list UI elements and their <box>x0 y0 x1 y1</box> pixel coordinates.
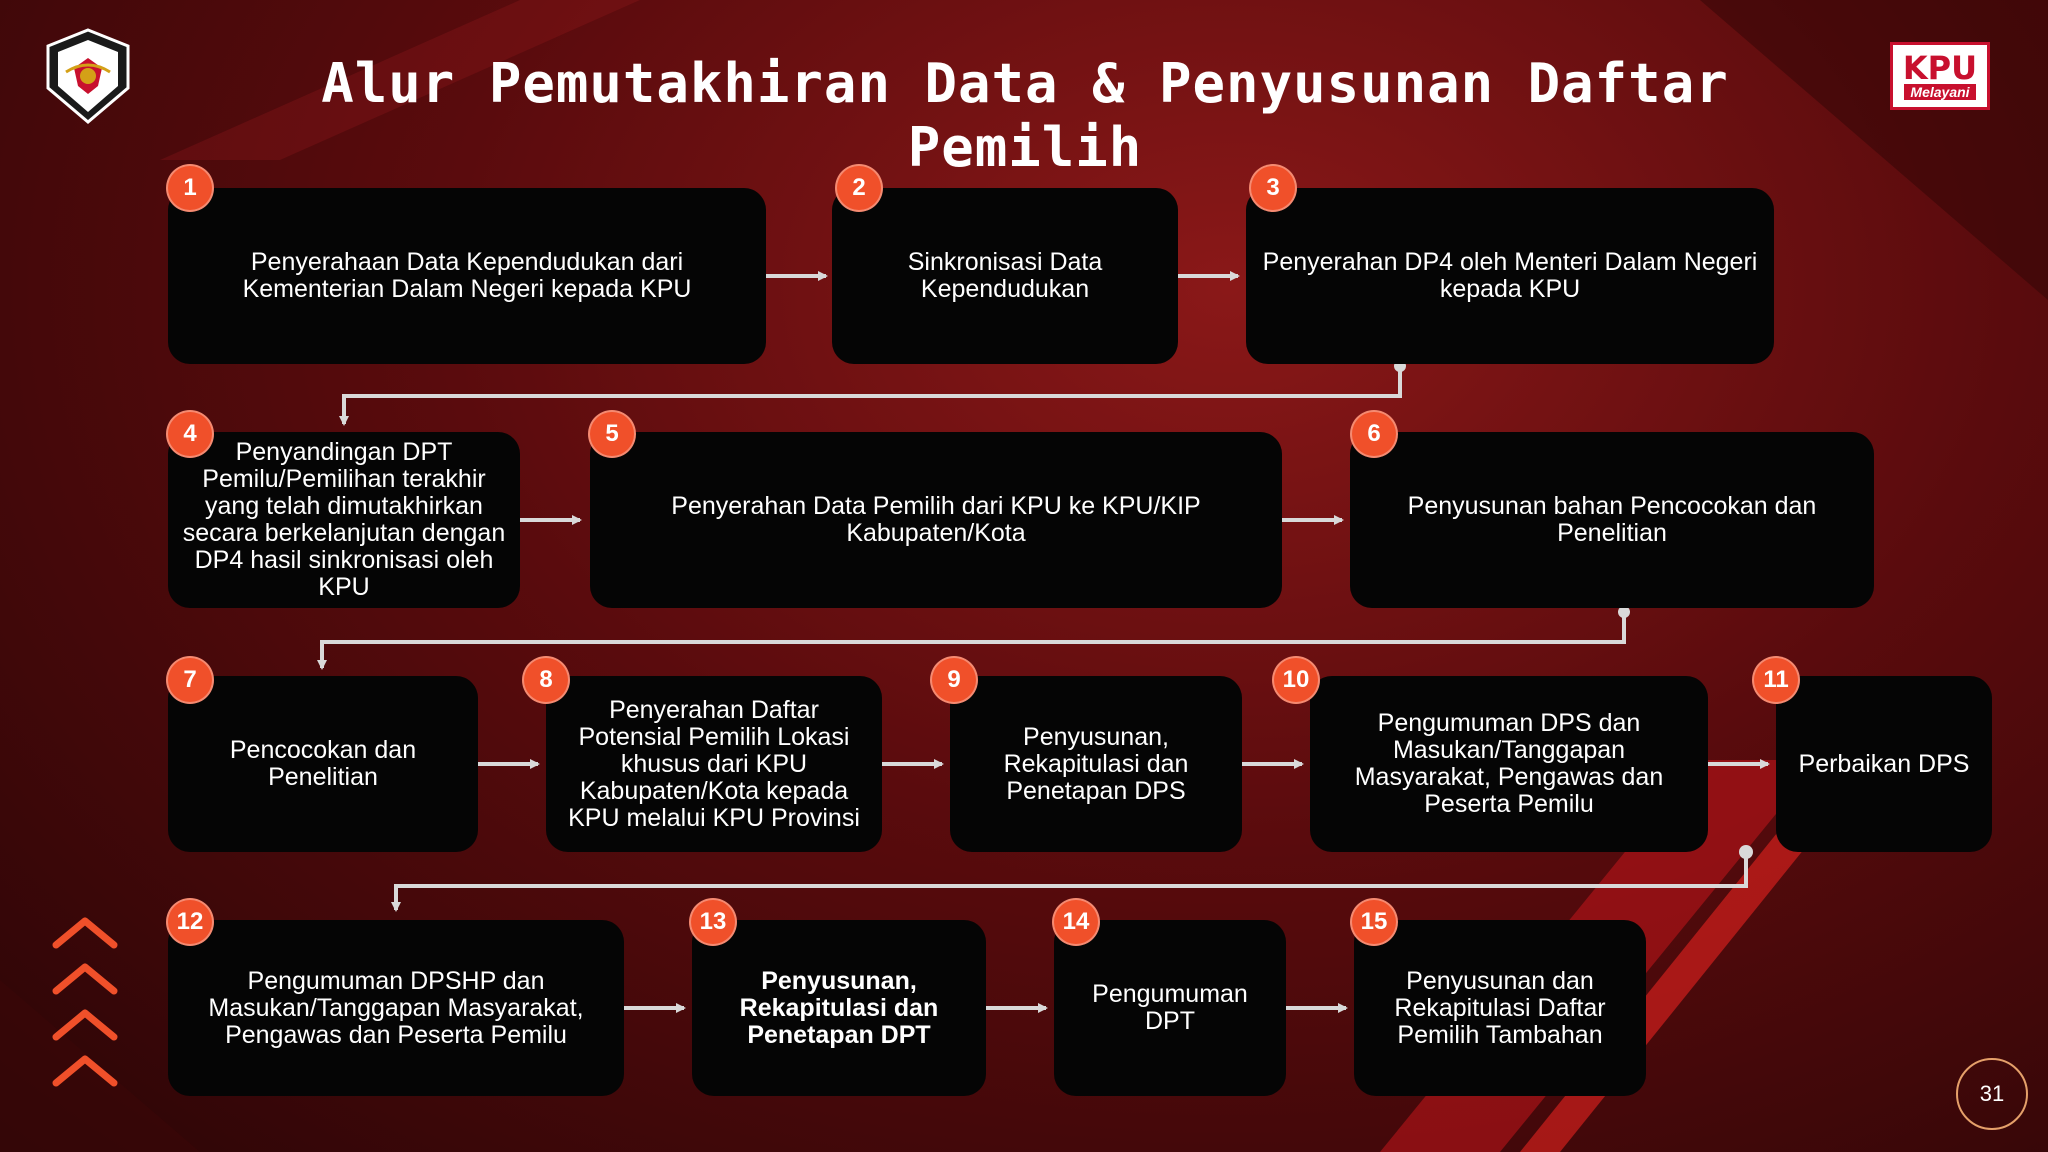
arrow-3-4 <box>339 362 1402 426</box>
step-text-8: Penyerahan Daftar Potensial Pemilih Loka… <box>568 695 860 832</box>
step-text-10: Pengumuman DPS dan Masukan/Tanggapan Mas… <box>1354 709 1664 818</box>
melayani-logo-text: Melayani <box>1904 84 1976 100</box>
step-number-3: 3 <box>1249 164 1297 212</box>
step-number-4: 4 <box>166 410 214 458</box>
kpu-emblem-logo <box>46 28 130 124</box>
step-box-13: Penyusunan, Rekapitulasi dan Penetapan D… <box>692 920 986 1096</box>
step-text-7: Pencocokan dan Penelitian <box>229 736 417 791</box>
arrow-11-12 <box>391 852 1748 912</box>
step-number-2: 2 <box>835 164 883 212</box>
step-text-14: Pengumuman DPT <box>1092 980 1248 1035</box>
step-number-1: 1 <box>166 164 214 212</box>
step-number-12: 12 <box>166 898 214 946</box>
step-text-5: Penyerahan Data Pemilih dari KPU ke KPU/… <box>671 492 1201 547</box>
step-box-9: Penyusunan, Rekapitulasi dan Penetapan D… <box>950 676 1242 852</box>
kpu-melayani-logo: KPU Melayani <box>1890 42 1990 110</box>
step-number-8: 8 <box>522 656 570 704</box>
step-box-8: Penyerahan Daftar Potensial Pemilih Loka… <box>546 676 882 852</box>
step-number-10: 10 <box>1272 656 1320 704</box>
step-box-15: Penyusunan dan Rekapitulasi Daftar Pemil… <box>1354 920 1646 1096</box>
step-number-15: 15 <box>1350 898 1398 946</box>
step-number-6: 6 <box>1350 410 1398 458</box>
step-box-5: Penyerahan Data Pemilih dari KPU ke KPU/… <box>590 432 1282 608</box>
step-number-7: 7 <box>166 656 214 704</box>
step-text-15: Penyusunan dan Rekapitulasi Daftar Pemil… <box>1394 966 1606 1049</box>
step-box-10: Pengumuman DPS dan Masukan/Tanggapan Mas… <box>1310 676 1708 852</box>
step-number-11: 11 <box>1752 656 1800 704</box>
step-text-9: Penyusunan, Rekapitulasi dan Penetapan D… <box>1003 722 1189 805</box>
step-number-5: 5 <box>588 410 636 458</box>
step-box-2: Sinkronisasi Data Kependudukan <box>832 188 1178 364</box>
step-number-14: 14 <box>1052 898 1100 946</box>
step-text-3: Penyerahan DP4 oleh Menteri Dalam Negeri… <box>1262 248 1758 303</box>
chevron-up-icon <box>52 917 118 1087</box>
step-box-4: Penyandingan DPT Pemilu/Pemilihan terakh… <box>168 432 520 608</box>
step-box-7: Pencocokan dan Penelitian <box>168 676 478 852</box>
step-box-6: Penyusunan bahan Pencocokan dan Peneliti… <box>1350 432 1874 608</box>
arrow-6-7 <box>317 608 1626 670</box>
page-number: 31 <box>1956 1058 2028 1130</box>
step-box-14: Pengumuman DPT <box>1054 920 1286 1096</box>
step-number-13: 13 <box>689 898 737 946</box>
step-text-6: Penyusunan bahan Pencocokan dan Peneliti… <box>1407 492 1817 547</box>
step-text-12: Pengumuman DPSHP dan Masukan/Tanggapan M… <box>208 966 584 1049</box>
step-text-11: Perbaikan DPS <box>1798 749 1970 778</box>
step-number-9: 9 <box>930 656 978 704</box>
step-text-4: Penyandingan DPT Pemilu/Pemilihan terakh… <box>182 438 506 601</box>
step-box-11: Perbaikan DPS <box>1776 676 1992 852</box>
step-text-13: Penyusunan, Rekapitulasi dan Penetapan D… <box>739 966 939 1049</box>
step-box-12: Pengumuman DPSHP dan Masukan/Tanggapan M… <box>168 920 624 1096</box>
step-box-3: Penyerahan DP4 oleh Menteri Dalam Negeri… <box>1246 188 1774 364</box>
page-title: Alur Pemutakhiran Data & Penyusunan Daft… <box>321 52 1729 179</box>
step-box-1: Penyerahaan Data Kependudukan dari Kemen… <box>168 188 766 364</box>
step-text-1: Penyerahaan Data Kependudukan dari Kemen… <box>242 248 692 303</box>
kpu-logo-text: KPU <box>1902 49 1978 87</box>
step-text-2: Sinkronisasi Data Kependudukan <box>907 248 1103 303</box>
